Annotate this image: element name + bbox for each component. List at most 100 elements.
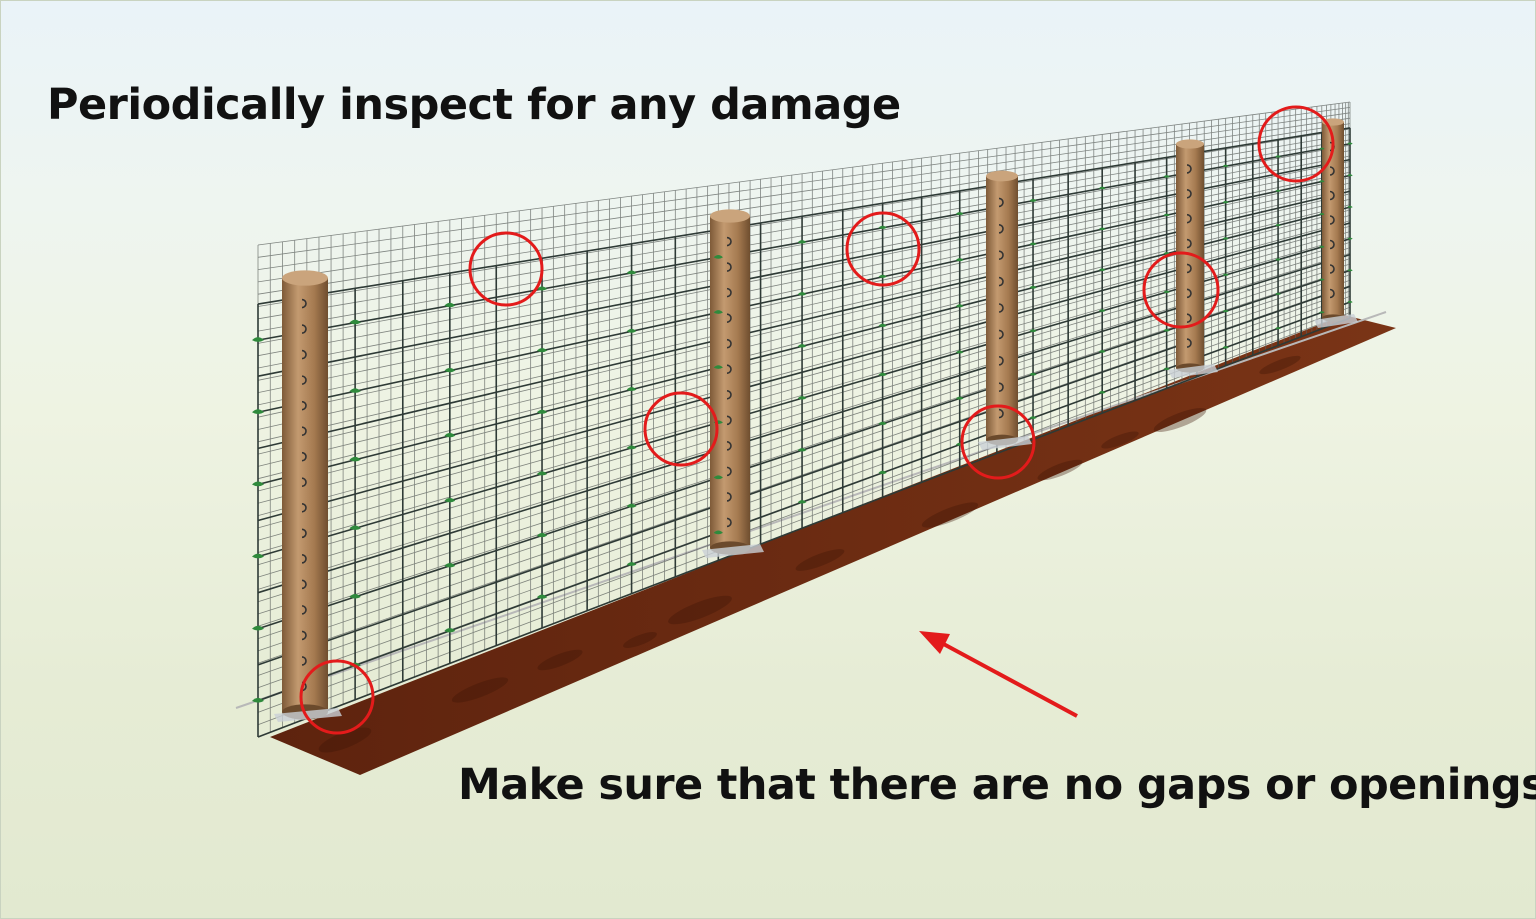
green-clip-icon [536, 594, 548, 599]
green-clip-icon [1029, 242, 1037, 246]
ground-blob [1037, 459, 1083, 481]
green-clip-icon [797, 240, 807, 244]
green-clip-icon [252, 481, 264, 487]
green-clip-icon [1029, 329, 1037, 333]
ground-blob [921, 502, 979, 528]
green-clip-icon [252, 337, 264, 342]
ground-blob [795, 549, 845, 571]
green-clip-icon [1347, 205, 1353, 208]
fence-post-icon [1314, 118, 1358, 328]
green-clip-icon [536, 409, 548, 414]
green-clip-icon [713, 365, 723, 369]
green-clip-icon [349, 319, 361, 325]
green-clip-icon [1275, 223, 1281, 227]
green-clip-icon [1318, 278, 1325, 281]
ground-blob [1153, 408, 1207, 432]
green-clip-icon [626, 503, 637, 508]
green-clip-icon [626, 562, 637, 566]
green-clip-icon [349, 388, 361, 393]
green-clip-icon [626, 270, 637, 275]
green-clip-icon [797, 344, 807, 348]
green-clip-icon [1163, 329, 1170, 332]
red-inspection-circle-icon [468, 231, 544, 307]
green-clip-icon [252, 697, 264, 703]
green-clip-icon [955, 304, 964, 308]
green-clip-icon [1029, 198, 1037, 202]
ground-blob [451, 677, 509, 703]
green-clip-icon [1222, 273, 1229, 276]
red-inspection-circle-icon [643, 391, 719, 467]
green-clip-icon [955, 350, 964, 354]
red-arrow-icon [919, 631, 1078, 718]
ground-blob [318, 727, 372, 753]
green-clip-icon [536, 286, 548, 291]
fence-post-icon [702, 209, 764, 558]
green-clip-icon [1163, 175, 1170, 178]
green-clip-icon [252, 553, 264, 559]
green-clip-icon [349, 594, 361, 599]
green-clip-icon [878, 372, 887, 377]
ground-blob [537, 649, 583, 671]
green-clip-icon [878, 225, 887, 230]
green-clip-icon [444, 302, 456, 308]
green-clip-icon [878, 421, 887, 426]
green-clip-icon [878, 323, 887, 328]
green-clip-icon [1029, 416, 1037, 419]
ground-blob [1259, 355, 1301, 375]
green-clip-icon [626, 328, 637, 333]
green-clip-icon [1098, 268, 1106, 272]
green-clip-icon [1318, 311, 1325, 314]
green-clip-icon [1347, 174, 1353, 177]
green-clip-icon [444, 498, 456, 503]
red-inspection-circle-icon [1142, 251, 1220, 329]
green-clip-icon [1098, 390, 1106, 394]
fence-post-icon [978, 170, 1032, 450]
green-clip-icon [1222, 237, 1229, 240]
green-clip-icon [1275, 326, 1281, 330]
green-clip-icon [878, 470, 887, 475]
green-clip-icon [1347, 269, 1353, 272]
green-clip-icon [1222, 309, 1229, 313]
green-clip-icon [1098, 186, 1106, 190]
green-clip-icon [1098, 309, 1106, 312]
green-clip-icon [536, 532, 548, 538]
green-clip-icon [1275, 155, 1281, 158]
green-clip-icon [1163, 213, 1170, 217]
ground-strip [270, 315, 1396, 775]
green-clip-icon [1347, 237, 1353, 240]
green-clip-icon [1347, 142, 1353, 145]
green-clip-icon [797, 396, 807, 400]
instruction-note: Make sure that there are no gaps or open… [458, 760, 1536, 810]
red-inspection-circle-icon [845, 211, 921, 287]
green-clip-icon [1098, 350, 1106, 353]
green-clip-icon [1318, 180, 1325, 183]
green-clip-icon [1347, 300, 1353, 303]
green-clip-icon [1318, 245, 1325, 248]
green-clip-icon [349, 525, 361, 531]
ground-texture [318, 355, 1301, 753]
green-clip-icon [878, 274, 887, 279]
fence-post-icon [274, 270, 342, 722]
green-clip-icon [1318, 147, 1325, 150]
green-clip-icon [797, 448, 807, 452]
green-clip-icon [713, 530, 723, 535]
green-clip-icon [797, 292, 807, 296]
green-clip-icon [626, 445, 637, 450]
green-clip-icon [1163, 367, 1170, 371]
green-clip-icon [1275, 292, 1281, 295]
fence-post-icon [1168, 139, 1218, 378]
red-inspection-circle-icon [960, 404, 1036, 480]
green-clip-icon [536, 348, 548, 353]
ground-blob [1101, 431, 1139, 449]
red-inspection-circle-icon [299, 659, 375, 735]
green-clip-icon [1163, 290, 1170, 294]
red-inspection-circle-icon [1257, 105, 1335, 183]
green-clip-icon [444, 628, 456, 633]
green-clip-icon [1318, 212, 1325, 216]
green-clip-icon [955, 396, 964, 400]
green-clip-icon [252, 409, 264, 415]
green-clip-icon [713, 475, 723, 480]
green-clip-icon [626, 387, 637, 392]
green-clip-icon [444, 433, 456, 438]
